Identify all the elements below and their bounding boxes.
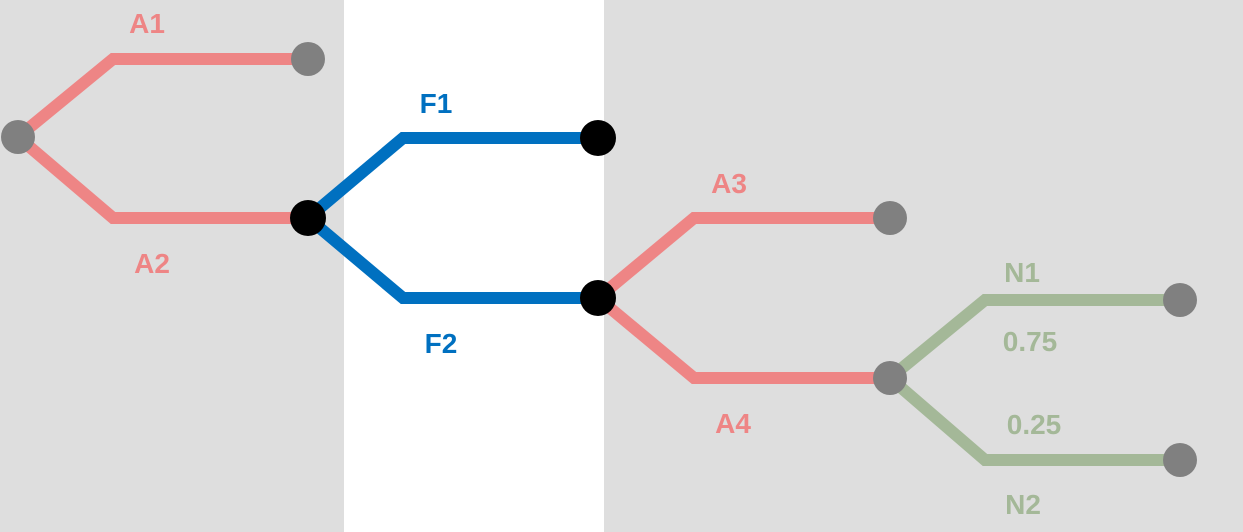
label-prob-n2: 0.25 [1007,409,1062,440]
branch-f2 [304,213,598,304]
decision-node-a [580,280,616,316]
label-n2: N2 [1005,489,1041,520]
branch-a1 [14,53,298,142]
terminal-node-a3 [873,201,907,235]
shaded-band-left [0,0,344,532]
label-n1: N1 [1004,257,1040,288]
shaded-band-right [604,0,1243,532]
label-f2: F2 [425,328,458,359]
clear-band-middle [344,0,604,532]
branch-n2 [886,373,1180,466]
label-a4: A4 [715,408,751,439]
branch-a3 [594,212,890,303]
label-prob-n1: 0.75 [1003,326,1058,357]
root-node [1,120,35,154]
terminal-node-n1 [1163,283,1197,317]
terminal-node-f1 [580,120,616,156]
branch-a4 [594,293,890,384]
chance-node [873,361,907,395]
terminal-node-n2 [1163,443,1197,477]
branch-a2 [14,132,308,224]
decision-node-f [290,200,326,236]
branch-n1 [886,294,1180,383]
label-f1: F1 [420,88,453,119]
branch-f1 [304,132,598,223]
terminal-node-a1 [291,42,325,76]
label-a1: A1 [129,8,165,39]
label-a3: A3 [711,168,747,199]
label-a2: A2 [134,248,170,279]
